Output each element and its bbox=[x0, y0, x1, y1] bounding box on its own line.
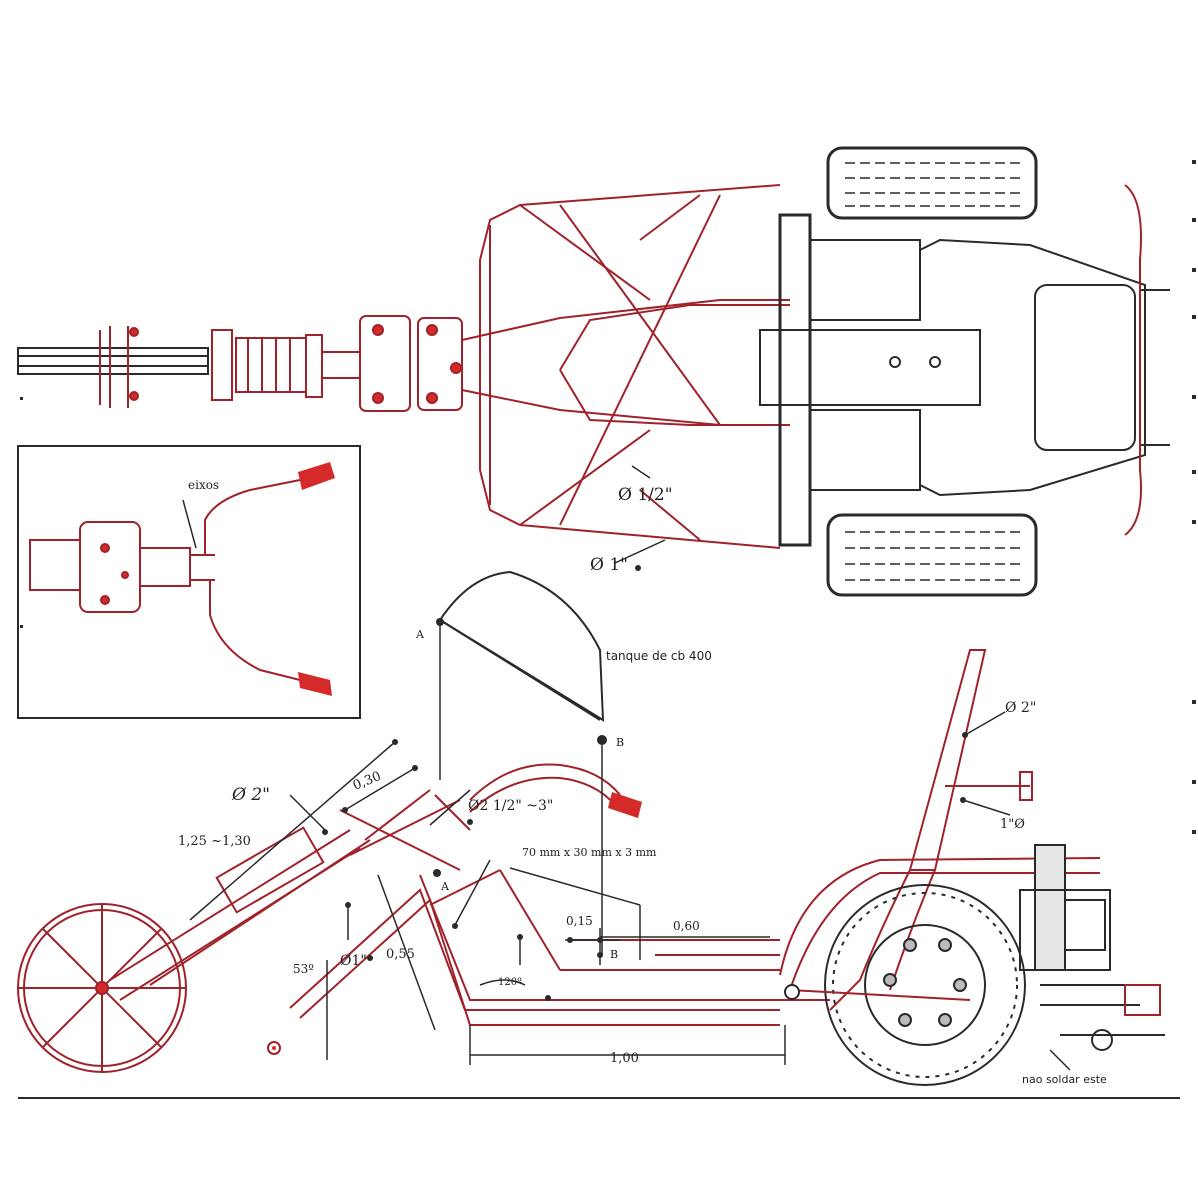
dia-one-frame-label: Ø1" bbox=[340, 953, 367, 969]
rear-wheel-top-left bbox=[826, 146, 1038, 220]
rear-drivetrain bbox=[1019, 844, 1165, 1051]
axle-inset-label: eixos bbox=[188, 478, 219, 492]
point-b-frame-label: B bbox=[610, 948, 618, 961]
angle-120-label: 120º bbox=[498, 977, 522, 988]
front-fork-side bbox=[109, 763, 621, 1001]
point-a-top: A bbox=[415, 628, 425, 641]
edge-marks bbox=[20, 160, 1196, 834]
tank-label: tanque de cb 400 bbox=[606, 649, 712, 663]
front-fork-top-view bbox=[17, 315, 463, 412]
rear-wheel-side bbox=[784, 884, 1026, 1086]
pipe-one-leader bbox=[614, 539, 666, 564]
pipe-half-leader bbox=[631, 465, 651, 479]
handlebar-grip bbox=[608, 792, 642, 818]
pipe-half-label: Ø 1/2" bbox=[618, 485, 673, 505]
rear-wheel-top-right bbox=[826, 513, 1038, 597]
frame-top-view bbox=[461, 184, 790, 549]
pipe-one-label: Ø 1" bbox=[590, 555, 628, 575]
top-view bbox=[17, 146, 1170, 597]
dim-060-label: 0,60 bbox=[673, 919, 700, 933]
point-b-top: B bbox=[616, 736, 624, 749]
dim-015-label: 0,15 bbox=[566, 914, 593, 928]
dimension-dots bbox=[322, 732, 968, 1001]
axle-inset: eixos bbox=[17, 445, 361, 719]
frame-side-view bbox=[289, 857, 1101, 1026]
fuel-tank bbox=[436, 570, 607, 955]
dim-125-130-label: 1,25 ~1,30 bbox=[178, 834, 251, 849]
dia-two-half-label: Ø2 1/2" ~3" bbox=[468, 798, 553, 814]
no-weld-label: nao soldar este bbox=[1022, 1073, 1107, 1086]
dia-one-right-label: 1"Ø bbox=[1000, 817, 1025, 832]
axle-inset-leader bbox=[182, 499, 197, 549]
front-wheel bbox=[17, 903, 187, 1073]
plate-dim-label: 70 mm x 30 mm x 3 mm bbox=[522, 846, 657, 859]
dim-055-label: 0,55 bbox=[386, 947, 415, 962]
dimension-lines bbox=[189, 711, 1071, 1071]
angle-53-label: 53º bbox=[293, 962, 314, 976]
body-top-view bbox=[759, 213, 1170, 547]
dia-two-left-label: Ø 2" bbox=[231, 785, 270, 805]
dia-two-right-label: Ø 2" bbox=[1005, 700, 1036, 716]
point-a-frame-label: A bbox=[440, 880, 450, 893]
dim-100-label: 1,00 bbox=[610, 1051, 639, 1066]
